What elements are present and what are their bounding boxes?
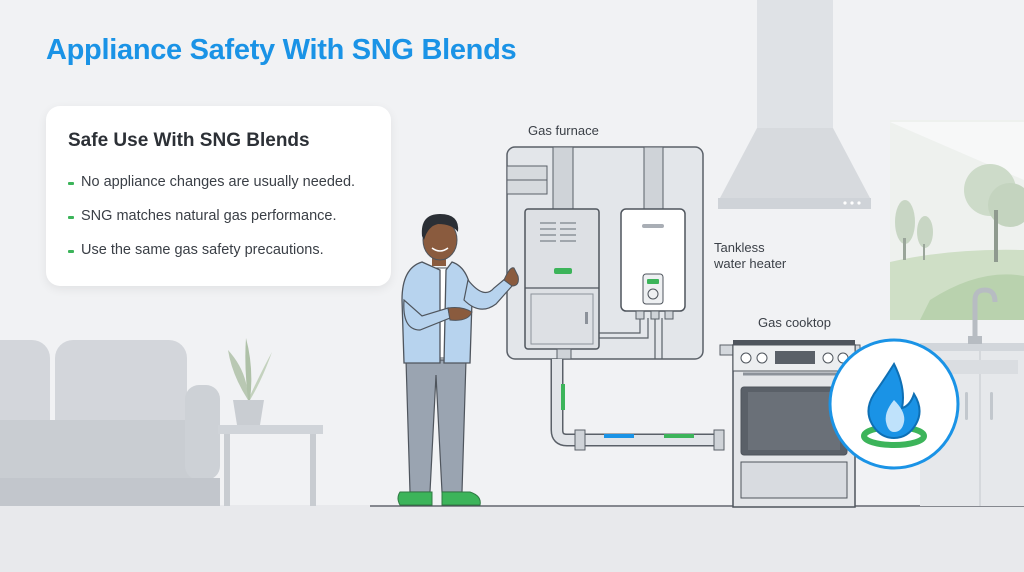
- info-card: Safe Use With SNG Blends No appliance ch…: [46, 106, 391, 286]
- label-tankless-line2: water heater: [714, 256, 787, 271]
- sofa: [0, 340, 220, 506]
- floor: [0, 505, 1024, 572]
- card-list: No appliance changes are usually needed.…: [68, 174, 355, 276]
- list-item: No appliance changes are usually needed.: [68, 174, 355, 208]
- gas-furnace: [524, 208, 600, 360]
- page-title: Appliance Safety With SNG Blends: [46, 34, 517, 66]
- label-gas-furnace: Gas furnace: [528, 123, 599, 138]
- label-gas-cooktop: Gas cooktop: [758, 315, 831, 330]
- kitchen-window: [890, 120, 1024, 320]
- tankless-water-heater: [620, 208, 686, 320]
- list-item-text: SNG matches natural gas performance.: [81, 208, 337, 224]
- gas-flame-icon: [828, 338, 960, 470]
- list-item-text: Use the same gas safety precautions.: [81, 242, 324, 258]
- label-tankless-line1: Tankless: [714, 240, 765, 255]
- person-figure: [397, 214, 519, 506]
- gas-supply-pipe: [550, 359, 725, 451]
- dash-icon: [68, 182, 74, 185]
- card-heading: Safe Use With SNG Blends: [68, 130, 310, 151]
- range-hood: [718, 0, 871, 209]
- dash-icon: [68, 250, 74, 253]
- list-item-text: No appliance changes are usually needed.: [81, 174, 356, 190]
- dash-icon: [68, 216, 74, 219]
- list-item: SNG matches natural gas performance.: [68, 208, 355, 242]
- side-table-plant: [218, 338, 323, 506]
- list-item: Use the same gas safety precautions.: [68, 242, 355, 276]
